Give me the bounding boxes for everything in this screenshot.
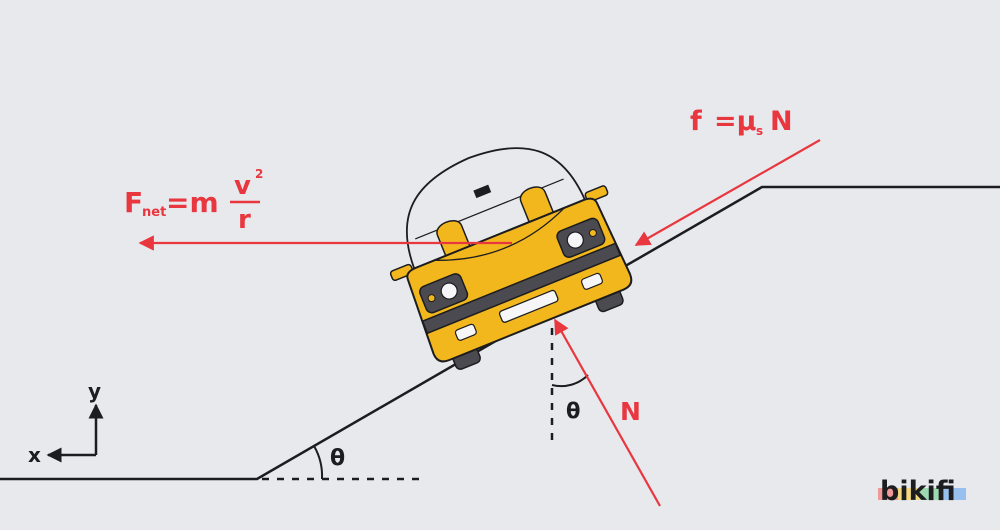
- x-axis-label: x: [28, 443, 41, 467]
- headlight-right-lamp: [566, 231, 584, 249]
- grille-bar: [421, 242, 622, 335]
- indicator-left: [427, 294, 436, 303]
- friction-force-arrow: [634, 139, 821, 246]
- friction-label: f =μ s N: [690, 106, 793, 138]
- friction-subscript: s: [756, 124, 763, 138]
- net-force-label: F net =m v 2 r: [124, 167, 263, 235]
- car-illustration: [389, 147, 633, 370]
- bikifi-logo: bikifi: [878, 476, 966, 507]
- incline-angle-arc: [313, 445, 324, 480]
- net-force-subscript: net: [142, 205, 166, 220]
- velocity-exponent: 2: [255, 167, 263, 181]
- net-force-equals-mass: =m: [166, 186, 219, 219]
- indicator-right: [588, 228, 597, 237]
- friction-equals-mu: =μ: [714, 106, 757, 137]
- side-mirror-left: [389, 263, 414, 282]
- fog-light-right: [580, 272, 603, 290]
- friction-symbol: f: [690, 106, 702, 137]
- normal-angle-arc: [551, 374, 589, 388]
- license-plate: [498, 289, 559, 323]
- logo-stripe-blue: [942, 488, 966, 500]
- net-force-symbol: F: [124, 186, 143, 219]
- logo-stripe-green: [920, 488, 942, 500]
- headlight-left-lamp: [440, 282, 458, 300]
- normal-force-arrow: [554, 318, 661, 507]
- logo-stripe-red: [878, 488, 898, 500]
- logo-stripe-yellow: [898, 488, 920, 500]
- normal-angle-label: θ: [566, 399, 580, 423]
- friction-normal: N: [770, 106, 793, 137]
- logo-text: bikifi: [880, 476, 956, 507]
- hood-curve: [434, 207, 565, 261]
- rear-mirror: [473, 184, 492, 199]
- radius-denominator: r: [238, 205, 251, 235]
- coordinate-axes: y x: [28, 379, 104, 467]
- incline-angle-label: θ: [330, 446, 345, 471]
- y-axis-label: y: [88, 379, 101, 403]
- velocity-numerator: v: [234, 171, 251, 201]
- fog-light-left: [454, 323, 477, 341]
- normal-force-label: N: [620, 397, 641, 426]
